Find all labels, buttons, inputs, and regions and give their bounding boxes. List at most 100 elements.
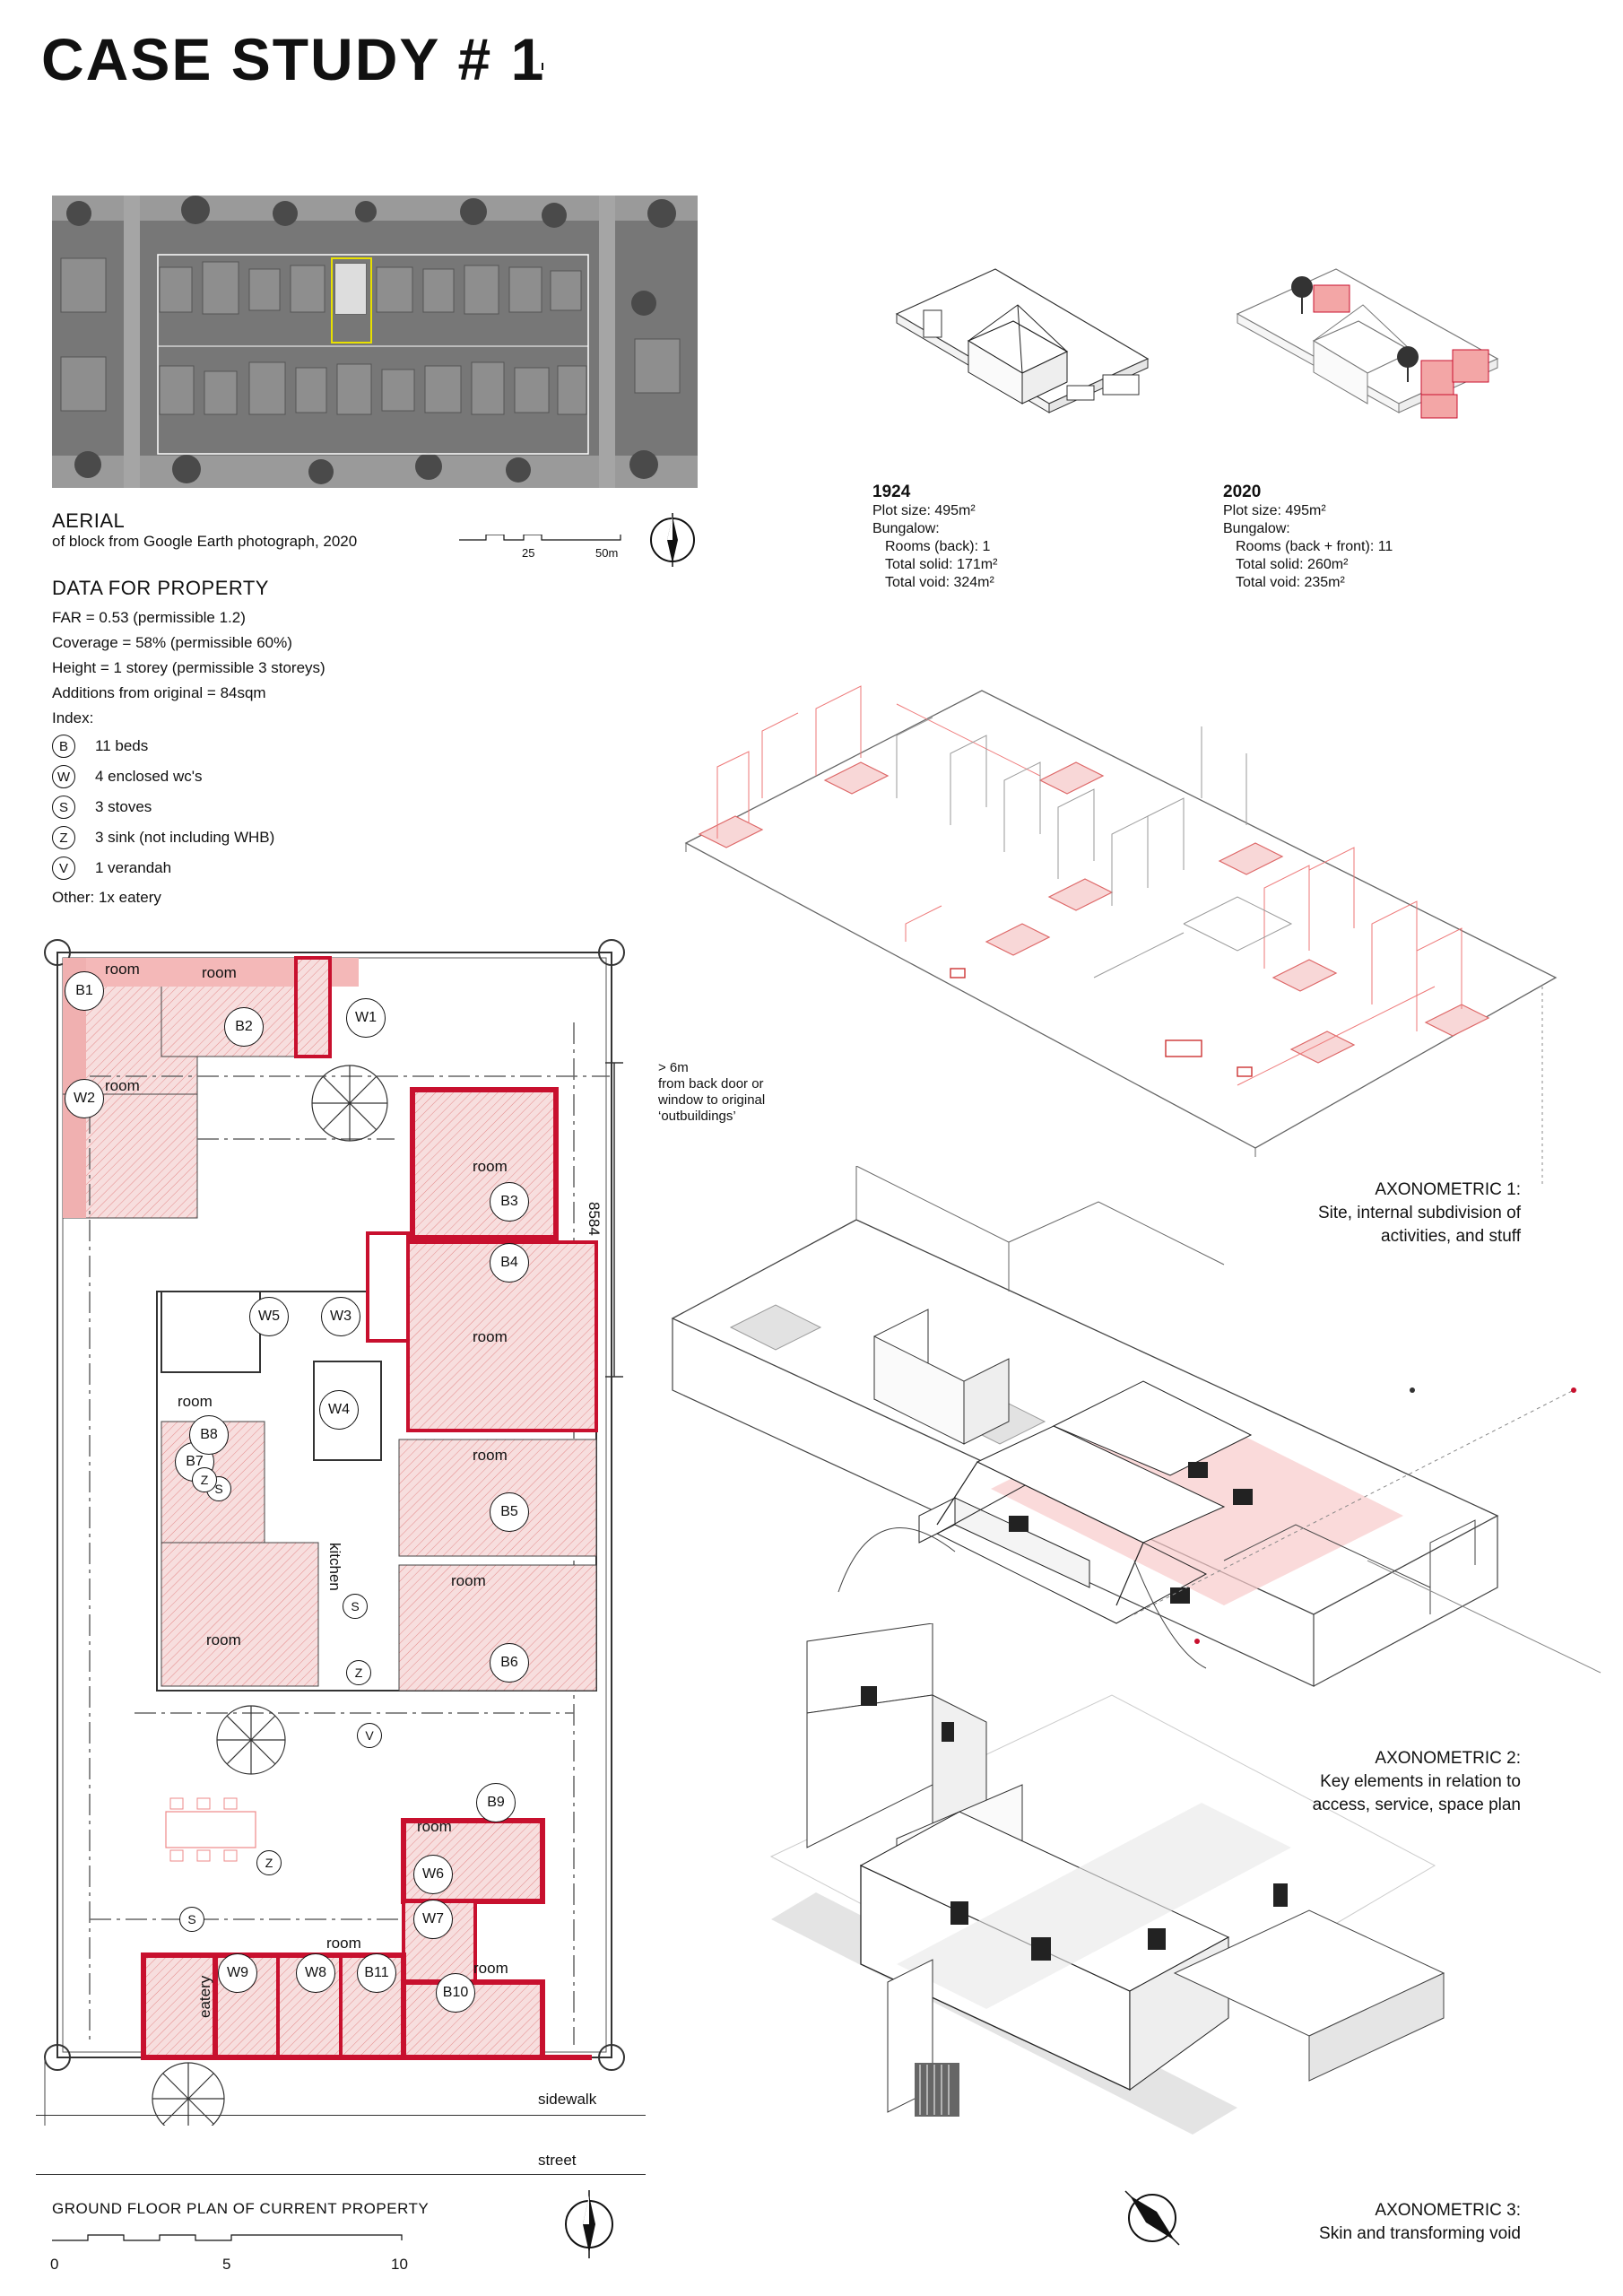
room-label: room	[326, 1935, 361, 1952]
year-block-2020: 2020 Plot size: 495m² Bungalow: Rooms (b…	[1223, 483, 1492, 592]
axo-1-caption: AXONOMETRIC 1: Site, internal subdivisio…	[1162, 1178, 1521, 1248]
room-label: room	[105, 961, 140, 978]
plan-marker-w9: W9	[218, 1953, 257, 1993]
room-label: room	[451, 1572, 486, 1589]
plan-marker-b6: B6	[490, 1643, 529, 1683]
year-label: 1924	[872, 483, 911, 501]
axo-2020-drawing	[1228, 260, 1515, 471]
index-text: 11 beds	[95, 737, 149, 754]
index-key: S	[52, 796, 75, 819]
axo-1-title: AXONOMETRIC 1:	[1375, 1180, 1521, 1199]
plan-note-line: ‘outbuildings’	[658, 1109, 736, 1124]
kitchen-label: kitchen	[326, 1543, 343, 1591]
plan-marker-w2: W2	[65, 1079, 104, 1118]
plan-scale-bar	[52, 2230, 411, 2261]
plan-marker-b5: B5	[490, 1492, 529, 1532]
index-text: 3 sink (not including WHB)	[95, 829, 275, 846]
axo-2-line: access, service, space plan	[1312, 1796, 1521, 1814]
axonometric-1-drawing	[681, 682, 1569, 1188]
plan-marker-w6: W6	[413, 1855, 453, 1894]
data-heading: DATA FOR PROPERTY	[52, 577, 269, 599]
axonometric-2-drawing	[668, 1165, 1610, 1726]
plan-marker-b3: B3	[490, 1182, 529, 1222]
plan-marker-b11: B11	[357, 1953, 396, 1993]
index-key: W	[52, 765, 75, 788]
plan-note-line: > 6m	[658, 1060, 689, 1075]
index-label: Index:	[52, 709, 94, 726]
room-label: room	[473, 1447, 508, 1464]
axo-2-caption: AXONOMETRIC 2: Key elements in relation …	[1162, 1747, 1521, 1817]
sidewalk-line	[36, 2115, 646, 2116]
plan-marker-s: S	[343, 1594, 368, 1619]
index-item: B 11 beds	[52, 731, 554, 761]
index-key: B	[52, 735, 75, 758]
data-item-coverage: Coverage = 58% (permissible 60%)	[52, 634, 292, 651]
axo-1-line: activities, and stuff	[1381, 1227, 1521, 1246]
room-label: room	[105, 1077, 140, 1094]
year-line: Bungalow:	[872, 521, 940, 536]
title-tick	[542, 63, 543, 70]
year-line: Rooms (back): 1	[885, 539, 991, 554]
plan-caption: GROUND FLOOR PLAN OF CURRENT PROPERTY	[52, 2200, 430, 2217]
plan-marker-w4: W4	[319, 1390, 359, 1430]
plan-marker-b1: B1	[65, 971, 104, 1011]
plan-marker-b9: B9	[476, 1783, 516, 1822]
property-data: DATA FOR PROPERTY FAR = 0.53 (permissibl…	[52, 577, 554, 910]
plan-marker-w8: W8	[296, 1953, 335, 1993]
axo-3-caption: AXONOMETRIC 3: Skin and transforming voi…	[1162, 2199, 1521, 2246]
data-item-additions: Additions from original = 84sqm	[52, 684, 266, 701]
year-line: Total solid: 171m²	[885, 557, 998, 572]
aerial-scale-bar	[459, 534, 629, 570]
plan-marker-z: Z	[256, 1850, 282, 1875]
eatery-label: eatery	[196, 1975, 213, 2018]
index-key: V	[52, 857, 75, 880]
year-label: 2020	[1223, 483, 1262, 501]
index-item: S 3 stoves	[52, 792, 554, 822]
year-block-1924: 1924 Plot size: 495m² Bungalow: Rooms (b…	[872, 483, 1106, 592]
axo-3-title: AXONOMETRIC 3:	[1375, 2201, 1521, 2220]
plan-marker-b2: B2	[224, 1007, 264, 1047]
index-text: 1 verandah	[95, 859, 172, 876]
axo-2-line: Key elements in relation to	[1320, 1772, 1521, 1791]
plan-marker-b10: B10	[436, 1973, 475, 2013]
data-item-far: FAR = 0.53 (permissible 1.2)	[52, 609, 246, 626]
room-label: room	[473, 1158, 508, 1175]
aerial-scale-25: 25	[522, 546, 535, 560]
room-label: room	[417, 1818, 452, 1835]
room-label: room	[178, 1393, 213, 1410]
plan-marker-z: Z	[346, 1660, 371, 1685]
page-title: CASE STUDY # 1	[41, 26, 546, 92]
year-line: Rooms (back + front): 11	[1236, 539, 1393, 554]
ground-floor-plan	[36, 933, 717, 2135]
plan-marker-v: V	[357, 1723, 382, 1748]
plan-scale-10: 10	[391, 2256, 408, 2273]
aerial-scale-50: 50m	[595, 546, 619, 560]
data-item-height: Height = 1 storey (permissible 3 storeys…	[52, 659, 325, 676]
plan-marker-z: Z	[192, 1467, 217, 1492]
axonometric-3-drawing	[753, 1622, 1506, 2166]
year-line: Total void: 235m²	[1236, 575, 1345, 590]
plan-note-line: window to original	[658, 1092, 766, 1108]
year-line: Total solid: 260m²	[1236, 557, 1349, 572]
index-text: 3 stoves	[95, 798, 152, 815]
plan-note-line: from back door or	[658, 1076, 764, 1091]
index-key: Z	[52, 826, 75, 849]
plan-dimension: 8584	[586, 1202, 603, 1236]
axo-3-line: Skin and transforming void	[1319, 2224, 1521, 2243]
data-other: Other: 1x eatery	[52, 889, 161, 906]
plan-marker-b8: B8	[189, 1415, 229, 1455]
plan-marker-s: S	[179, 1907, 204, 1932]
plan-marker-b4: B4	[490, 1243, 529, 1283]
axo-2-title: AXONOMETRIC 2:	[1375, 1749, 1521, 1768]
aerial-caption: of block from Google Earth photograph, 2…	[52, 533, 358, 550]
axo-north-icon	[1121, 2187, 1184, 2254]
north-arrow-icon	[646, 513, 699, 571]
plan-north-icon	[558, 2188, 621, 2265]
aerial-photo	[52, 196, 698, 488]
axo-1924-drawing	[888, 260, 1157, 471]
plan-scale-5: 5	[222, 2256, 231, 2273]
index-item: V 1 verandah	[52, 853, 554, 883]
year-line: Bungalow:	[1223, 521, 1290, 536]
plan-marker-w1: W1	[346, 998, 386, 1038]
